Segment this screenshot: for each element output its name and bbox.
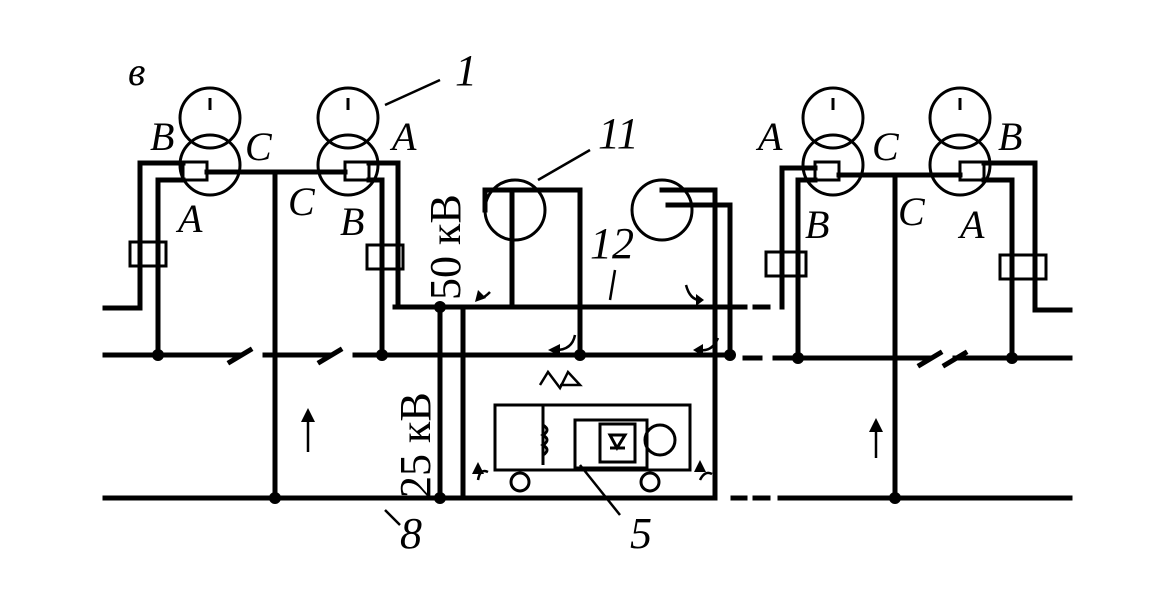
label-right1-C: C xyxy=(872,124,900,169)
callout-12: 12 xyxy=(590,219,634,268)
label-left-B: B xyxy=(150,114,174,159)
left-transformer-group xyxy=(128,86,405,504)
callout-8: 8 xyxy=(400,509,422,558)
callout-1: 1 xyxy=(455,46,477,95)
right-transformer-group xyxy=(764,86,1048,504)
label-left-A: A xyxy=(175,196,203,241)
booster-transformers-11 xyxy=(434,178,736,504)
voltage-25kv: 25 кВ xyxy=(391,392,440,498)
label-right2-A: A xyxy=(957,202,985,247)
label-right2-C: C xyxy=(898,189,926,234)
label-mid-C: C xyxy=(288,179,316,224)
callout-5: 5 xyxy=(630,509,652,558)
electric-locomotive-5 xyxy=(472,403,713,493)
label-right1-A: A xyxy=(755,114,783,159)
voltage-50kv: 50 кВ xyxy=(421,194,470,300)
rail-bus-25kv xyxy=(102,346,1073,369)
variant-label: в xyxy=(128,49,145,94)
callout-11: 11 xyxy=(598,109,639,158)
label-mid-A: A xyxy=(389,114,417,159)
label-right1-B: B xyxy=(805,202,829,247)
label-left-C: C xyxy=(245,124,273,169)
label-right2-B: B xyxy=(998,114,1022,159)
label-mid-B: B xyxy=(340,199,364,244)
